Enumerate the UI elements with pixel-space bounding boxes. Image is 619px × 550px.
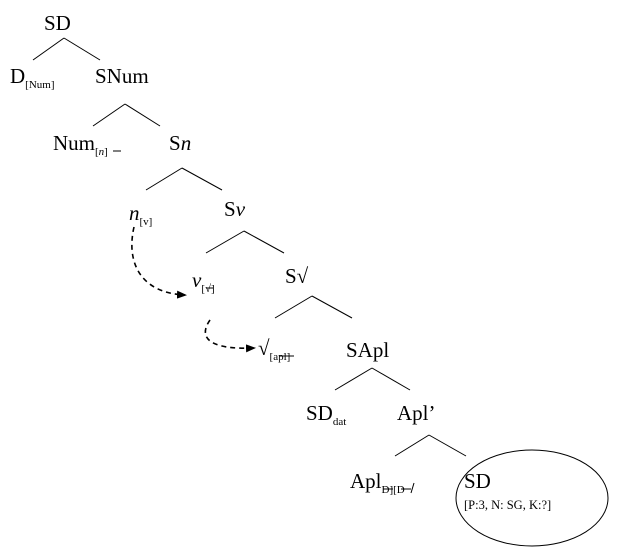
node-sapl: SApl xyxy=(346,338,389,362)
node-apl-bar: Apl’ xyxy=(397,401,436,425)
node-sroot: S√ xyxy=(285,264,309,288)
goal-features: [P:3, N: SG, K:?] xyxy=(464,498,551,512)
node-d-num: D[Num] xyxy=(10,64,55,91)
movement-arrow-v-to-root xyxy=(204,319,256,353)
node-v: v[√] xyxy=(192,268,215,295)
movement-arrow-n-to-v xyxy=(131,226,187,299)
branch-sv-sroot xyxy=(243,230,285,254)
node-root: √[apl] xyxy=(258,336,290,363)
branch-sd-d xyxy=(32,37,65,61)
branch-aplbar-sd xyxy=(428,434,467,457)
node-sv: Sv xyxy=(224,197,246,221)
branch-sapl-sddat xyxy=(334,367,373,391)
branch-sroot-sapl xyxy=(311,295,353,319)
node-num: Num[n] xyxy=(53,131,108,158)
node-sd-dat: SDdat xyxy=(306,401,346,428)
branch-sn-n xyxy=(145,167,183,191)
branch-sroot-root xyxy=(274,295,313,319)
tree-branches xyxy=(32,37,467,457)
branch-aplbar-apl xyxy=(394,434,430,457)
node-sd-root: SD xyxy=(44,11,71,35)
branch-sn-sv xyxy=(181,167,223,191)
node-sd-goal: SD xyxy=(464,469,491,493)
branch-sd-snum xyxy=(63,37,101,61)
branch-snum-sn xyxy=(124,103,161,127)
branch-snum-num xyxy=(92,103,126,127)
goal-ellipse xyxy=(455,449,609,547)
node-sn: Sn xyxy=(169,131,191,155)
node-n: n[v] xyxy=(129,201,152,228)
branch-sv-v xyxy=(205,230,245,254)
branch-sapl-aplbar xyxy=(371,367,411,391)
strike-apl-close xyxy=(410,482,415,494)
node-apl: AplD][D xyxy=(350,469,405,496)
node-snum: SNum xyxy=(95,64,149,88)
